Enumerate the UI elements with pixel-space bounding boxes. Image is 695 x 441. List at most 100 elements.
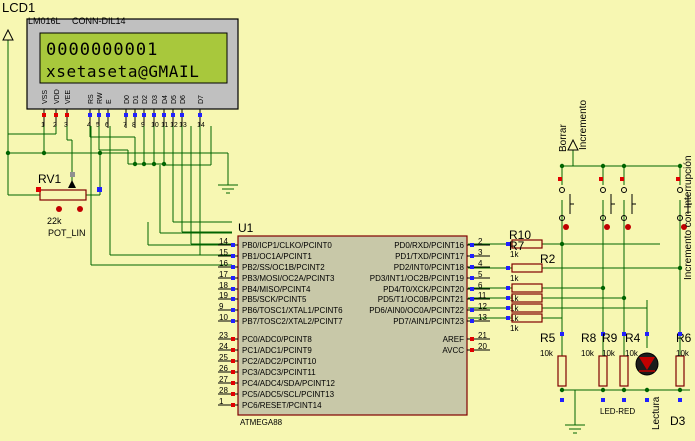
lcd-pin-number: 2 [53,122,57,129]
mcu-pin-name: PB3/MOSI/OC2A/PCINT3 [242,274,335,283]
pin-marker [231,243,235,247]
mcu-pin-number: 10 [219,313,228,322]
led-d3[interactable] [635,352,659,376]
mcu-body [237,235,468,416]
wiper-arrow-icon [68,180,76,188]
mcu-pin-number: 12 [478,302,487,311]
resistor-value: 10k [676,349,690,358]
pushbutton[interactable] [620,166,636,230]
resistor-body [511,263,543,273]
button-press-icon[interactable] [681,224,687,230]
mcu-pin-name: AREF [443,335,464,344]
pin-marker [470,254,474,258]
pin-marker [599,177,603,181]
mcu-pin-number: 25 [219,353,228,362]
lcd-pin-number: 13 [179,122,187,129]
resistor-body [557,355,567,387]
lcd-pin-number: 14 [197,122,205,129]
pin-marker [470,319,474,323]
button-press-icon[interactable] [625,224,631,230]
pin-marker [678,332,682,336]
lcd-pin-number: 6 [105,122,109,129]
mcu-pin-name: PC0/ADC0/PCINT8 [242,335,312,344]
pin-marker [506,242,510,246]
pin-marker [560,332,564,336]
pin-marker [231,403,235,407]
led-type-label: LED-RED [600,407,635,416]
pushbutton[interactable] [558,166,574,230]
pin-marker [231,308,235,312]
mcu-pin-number: 6 [478,281,483,290]
pin-marker [558,177,562,181]
pin-marker [231,348,235,352]
mcu-pin-name: AVCC [442,346,464,355]
mcu-pin-name: PB1/OC1A/PCINT1 [242,252,312,261]
pin-marker [152,113,156,117]
lcd-package-label: CONN-DIL14 [72,16,126,26]
resistor-value: 1k [510,294,519,303]
lcd-pin-label: VEE [65,90,72,104]
mcu-pin-name: PB5/SCK/PCINT5 [242,295,307,304]
pushbutton[interactable] [676,166,692,230]
resistor-body [511,283,543,293]
pushbutton[interactable] [599,166,615,230]
pin-marker [180,113,184,117]
mcu-pin-name: PC6/RESET/PCINT14 [242,401,322,410]
pin-marker [506,316,510,320]
resistor-ref: R5 [540,331,556,345]
mcu-pin-name: PB6/TOSC1/XTAL1/PCINT6 [242,306,343,315]
mcu-pin-name: PC3/ADC3/PCINT11 [242,368,316,377]
pin-marker [124,113,128,117]
button-press-icon[interactable] [563,224,569,230]
lcd-pin-label: E [106,99,113,104]
mcu-pin-name: PD0/RXD/PCINT16 [394,241,464,250]
pin-marker [601,398,605,402]
pin-marker [601,332,605,336]
mcu-pin-number: 5 [478,270,483,279]
pin-marker [470,337,474,341]
mcu-ref-label: U1 [238,221,254,235]
pin-marker [133,113,137,117]
mcu-pin-number: 27 [219,375,228,384]
button-press-icon[interactable] [604,224,610,230]
button-label-incremento: Incremento [578,100,589,150]
pin-marker [470,308,474,312]
potentiometer-rv1[interactable] [36,172,102,212]
lcd-pin-label: D5 [171,95,178,104]
lcd-pin-number: 8 [132,122,136,129]
pot-adjust-down-icon[interactable] [56,206,62,212]
mcu-pin-number: 9 [219,302,224,311]
lcd-pin-label: D3 [152,95,159,104]
mcu-pin-number: 20 [478,342,487,351]
lcd-pin-number: 9 [141,122,145,129]
pin-marker [622,398,626,402]
power-arrow-icon [2,28,14,41]
mcu-pin-name: PB2/SS/OC1B/PCINT2 [242,263,325,272]
pin-marker [506,296,510,300]
pin-marker [231,254,235,258]
pot-adjust-up-icon[interactable] [77,206,83,212]
mcu-pin-number: 11 [478,291,487,300]
lcd-line-1: 0000000001 [46,40,158,60]
mcu-pin-name: PD5/T1/OC0B/PCINT21 [378,295,465,304]
mcu-pin-name: PD1/TXD/PCINT17 [395,252,464,261]
mcu-pin-name: PC4/ADC4/SDA/PCINT12 [242,379,335,388]
pushbuttons [558,166,692,230]
pin-marker [506,306,510,310]
mcu-pin-number: 2 [478,237,483,246]
wire-network [7,40,690,434]
pot-ref-label: RV1 [38,172,61,186]
lcd-screen [39,32,228,84]
resistor-value: 1k [510,304,519,313]
button-label-incremento-interrupcion: Incremento con Interrupción [683,155,694,280]
pin-marker [231,370,235,374]
pin-marker [171,113,175,117]
pin-marker [645,398,649,402]
lcd-module[interactable]: 0000000001 xsetaseta@GMAIL VSS1VDD2VEE3R… [26,18,239,129]
pin-marker [506,286,510,290]
resistor-value: 1k [510,314,519,323]
lcd-pin-number: 5 [96,122,100,129]
